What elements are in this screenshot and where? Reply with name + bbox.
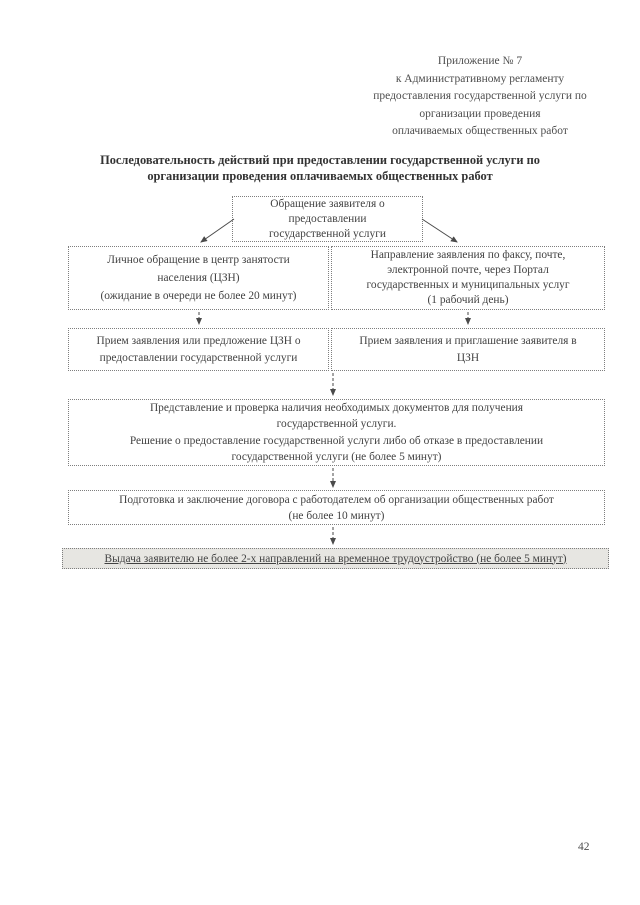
flow-box-text: Обращение заявителя о xyxy=(270,197,385,210)
arrow-to-remote-submission xyxy=(421,218,458,243)
flow-box-referrals-issue: Выдача заявителю не более 2-х направлени… xyxy=(62,548,609,569)
flow-box-text: Прием заявления и приглашение заявителя … xyxy=(359,335,577,347)
flow-box-applicant-request: Обращение заявителя о предоставлении гос… xyxy=(232,196,423,242)
flow-box-text: (ожидание в очереди не более 20 минут) xyxy=(100,290,297,302)
flow-box-text: населения (ЦЗН) xyxy=(157,272,240,284)
flow-box-text: государственных и муниципальных услуг xyxy=(366,279,570,291)
appendix-line: оплачиваемых общественных работ xyxy=(392,125,568,137)
page-title: Последовательность действий при предоста… xyxy=(60,153,580,184)
flow-box-personal-visit: Личное обращение в центр занятости насел… xyxy=(68,246,329,310)
page-title-line: Последовательность действий при предоста… xyxy=(100,153,540,167)
flow-box-text: государственной услуги. xyxy=(276,418,397,430)
page-number: 42 xyxy=(578,841,590,853)
flow-box-text: (не более 10 минут) xyxy=(288,509,385,522)
page-title-line: организации проведения оплачиваемых обще… xyxy=(147,168,493,183)
flow-box-documents-check-decision: Представление и проверка наличия необход… xyxy=(68,399,605,466)
flow-box-text: ЦЗН xyxy=(456,351,480,364)
appendix-line: организации проведения xyxy=(419,107,541,120)
flow-box-text: предоставлении государственной услуги xyxy=(99,351,298,364)
flow-box-text: Представление и проверка наличия необход… xyxy=(149,401,524,414)
flow-box-text: предоставлении xyxy=(288,212,367,225)
flow-box-text: электронной почте, через Портал xyxy=(387,263,549,276)
appendix-reference: Приложение № 7 к Административному регла… xyxy=(348,53,612,141)
flow-box-reception-invitation: Прием заявления и приглашение заявителя … xyxy=(331,328,605,371)
flow-box-text: государственной услуги xyxy=(269,227,386,240)
appendix-line: Приложение № 7 xyxy=(437,55,523,67)
flow-box-text: Выдача заявителю не более 2-х направлени… xyxy=(104,552,567,565)
flow-box-contract-preparation: Подготовка и заключение договора с работ… xyxy=(68,490,605,525)
flow-box-text: Прием заявления или предложение ЦЗН о xyxy=(96,335,301,347)
flow-box-text: (1 рабочий день) xyxy=(427,294,509,307)
flow-box-text: Личное обращение в центр занятости xyxy=(107,254,290,266)
flow-box-reception-or-offer: Прием заявления или предложение ЦЗН о пр… xyxy=(68,328,329,371)
appendix-line: к Административному регламенту xyxy=(395,72,565,85)
flow-box-text: Направление заявления по факсу, почте, xyxy=(370,248,566,261)
flow-box-text: Подготовка и заключение договора с работ… xyxy=(119,493,554,506)
flow-box-text: государственной услуги (не более 5 минут… xyxy=(231,451,442,463)
appendix-line: предоставления государственной услуги по xyxy=(373,90,587,102)
flow-box-text: Решение о предоставление государственной… xyxy=(129,434,544,447)
arrow-to-personal-visit xyxy=(200,218,235,243)
flow-box-remote-submission: Направление заявления по факсу, почте, э… xyxy=(331,246,605,310)
